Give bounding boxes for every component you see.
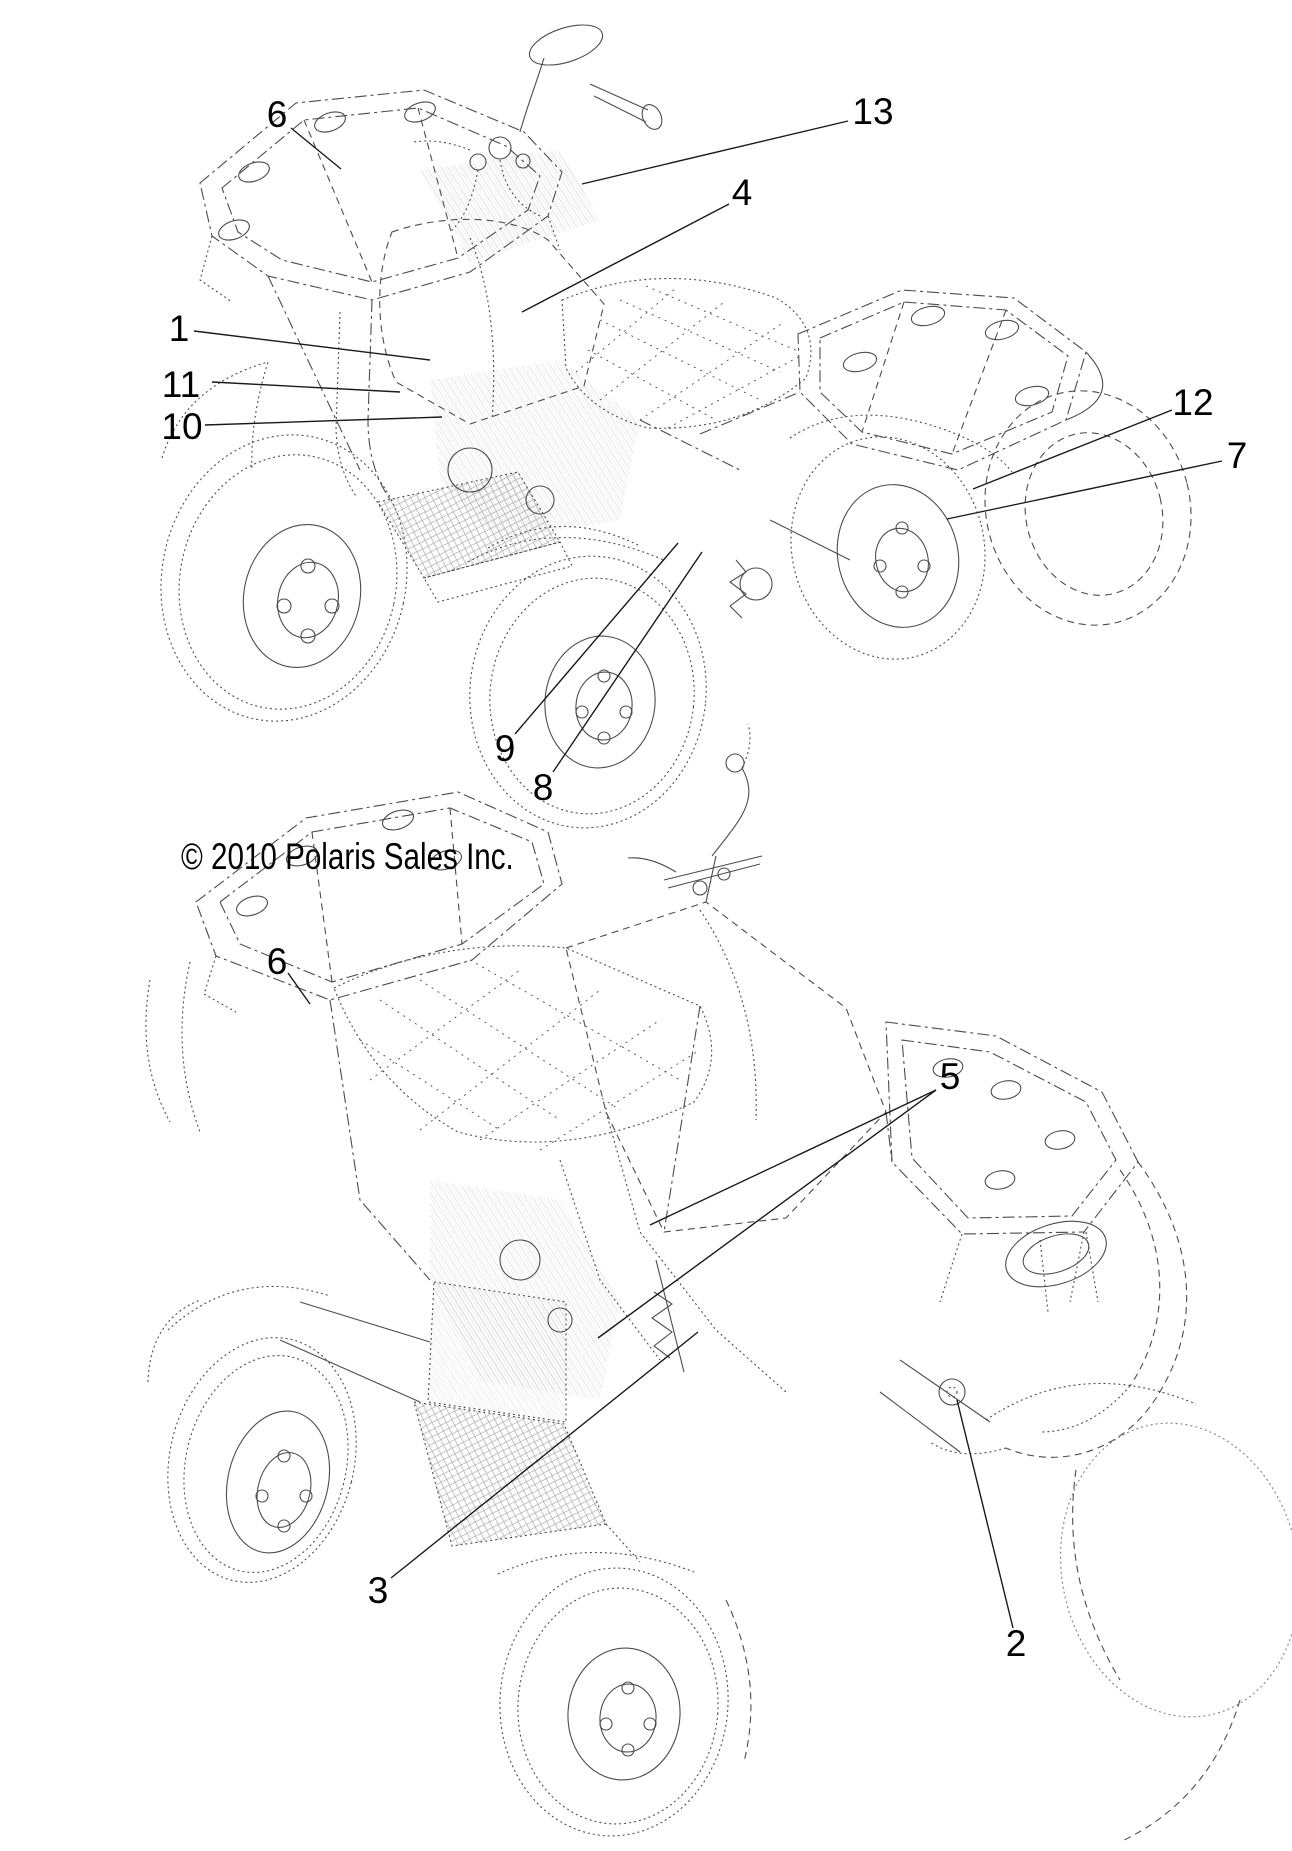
atv-bottom-view-illustration [145, 723, 1292, 1843]
leader-line-6-top [290, 127, 342, 170]
callout-label-3-bottom: 3 [368, 1570, 389, 1611]
rear-fender-left [145, 961, 201, 1133]
dash-hatch-panel [420, 150, 600, 262]
engine-detail [279, 999, 893, 1403]
callout-label-6-top: 6 [267, 94, 288, 135]
atv-top-view-illustration [160, 24, 1192, 829]
leader-line-5-bottom [649, 1089, 937, 1226]
callout-label-9-top: 9 [495, 728, 516, 769]
callout-label-1-top: 1 [169, 308, 190, 349]
engine-detail [267, 275, 801, 540]
leader-line-11-top [211, 381, 401, 393]
callout-label-2-bottom: 2 [1006, 1623, 1027, 1664]
rear-wheels [729, 390, 1192, 660]
front-rack [885, 1021, 1139, 1303]
leader-line-5-bottom [597, 1089, 937, 1339]
leader-line-13-top [581, 120, 849, 185]
leader-line-8-top [552, 551, 703, 773]
front-right-wheel [467, 525, 707, 829]
rear-rack [797, 289, 1104, 471]
leader-line-10-top [204, 416, 443, 426]
callout-label-7-top: 7 [1227, 435, 1248, 476]
callout-label-13-top: 13 [852, 91, 893, 132]
callout-label-10-top: 10 [161, 406, 202, 447]
leader-line-2-bottom [956, 1399, 1014, 1629]
left-wheel [147, 1285, 357, 1583]
right-wheel-dashed [985, 1382, 1292, 1843]
leader-line-3-bottom [390, 1331, 699, 1579]
leader-line-1-top [193, 330, 431, 361]
center-front-wheel [497, 1551, 752, 1837]
front-bumper [929, 1161, 1188, 1458]
callout-label-11-top: 11 [162, 364, 200, 405]
callout-label-8-top: 8 [533, 767, 554, 808]
callout-label-6-bottom: 6 [267, 941, 288, 982]
handlebar-controls [627, 723, 763, 903]
rear-rack [195, 791, 563, 1013]
leader-line-12-top [972, 409, 1173, 490]
seat [333, 945, 713, 1151]
leader-line-6-bottom [287, 972, 311, 1005]
callout-label-12-top: 12 [1172, 382, 1213, 423]
callout-label-5-bottom: 5 [940, 1056, 961, 1097]
front-left-wheel [160, 361, 408, 722]
front-suspension [651, 1259, 991, 1453]
leader-line-4-top [521, 203, 730, 313]
leader-line-9-top [514, 542, 679, 735]
callout-label-4-top: 4 [732, 172, 753, 213]
copyright-text: © 2010 Polaris Sales Inc. [181, 836, 514, 877]
leader-line-7-top [946, 460, 1223, 520]
